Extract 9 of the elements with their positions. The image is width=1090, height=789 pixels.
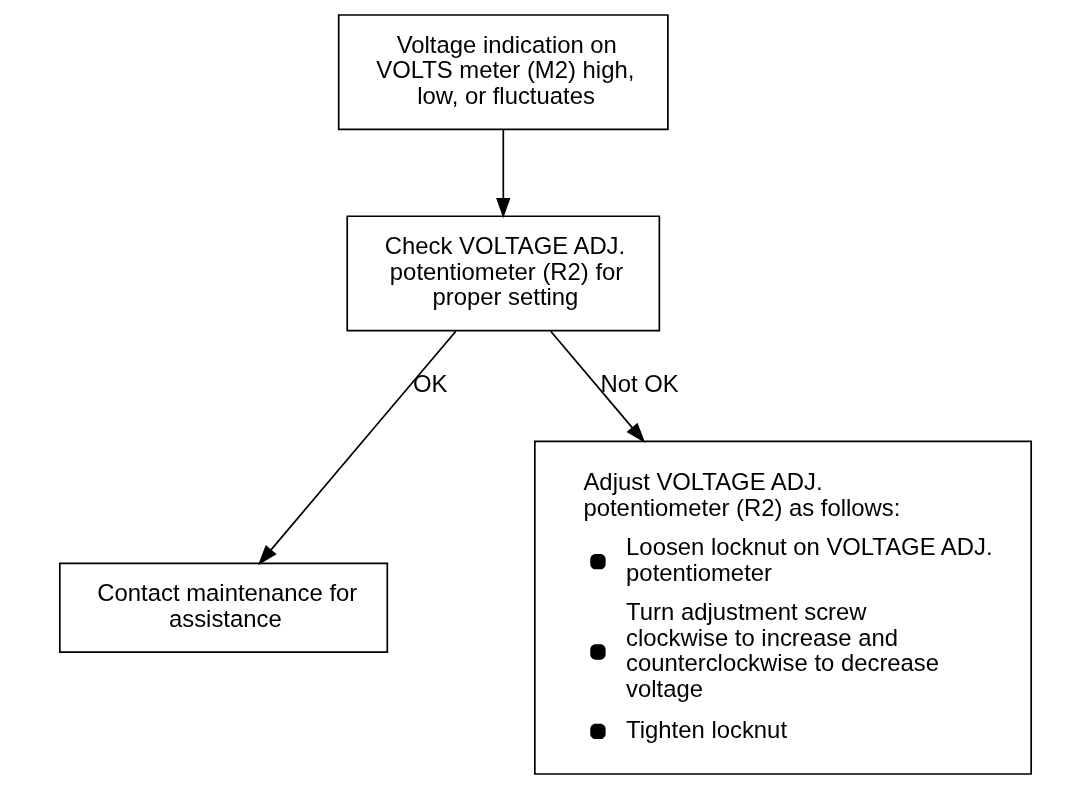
node-box: Adjust VOLTAGE ADJ. potentiometer (R2) as follows: Loosen locknut on VOLTAGE ADJ. potentiometer Turn adjustment screw clockwise to increase and counterclockwise to decrease voltage Tighten locknut <box>533 440 1032 775</box>
node-box: Voltage indication on VOLTS meter (M2) high, low, or fluctuates <box>337 14 669 131</box>
arrow <box>549 330 645 444</box>
node-box: Contact maintenance for assistance <box>58 562 388 653</box>
arrow <box>257 330 457 566</box>
node-box: Check VOLTAGE ADJ. potentiometer (R2) for proper setting <box>345 215 660 332</box>
edge-label: Not OK <box>600 370 679 398</box>
arrow <box>495 128 510 219</box>
edge-label: OK <box>412 370 447 398</box>
